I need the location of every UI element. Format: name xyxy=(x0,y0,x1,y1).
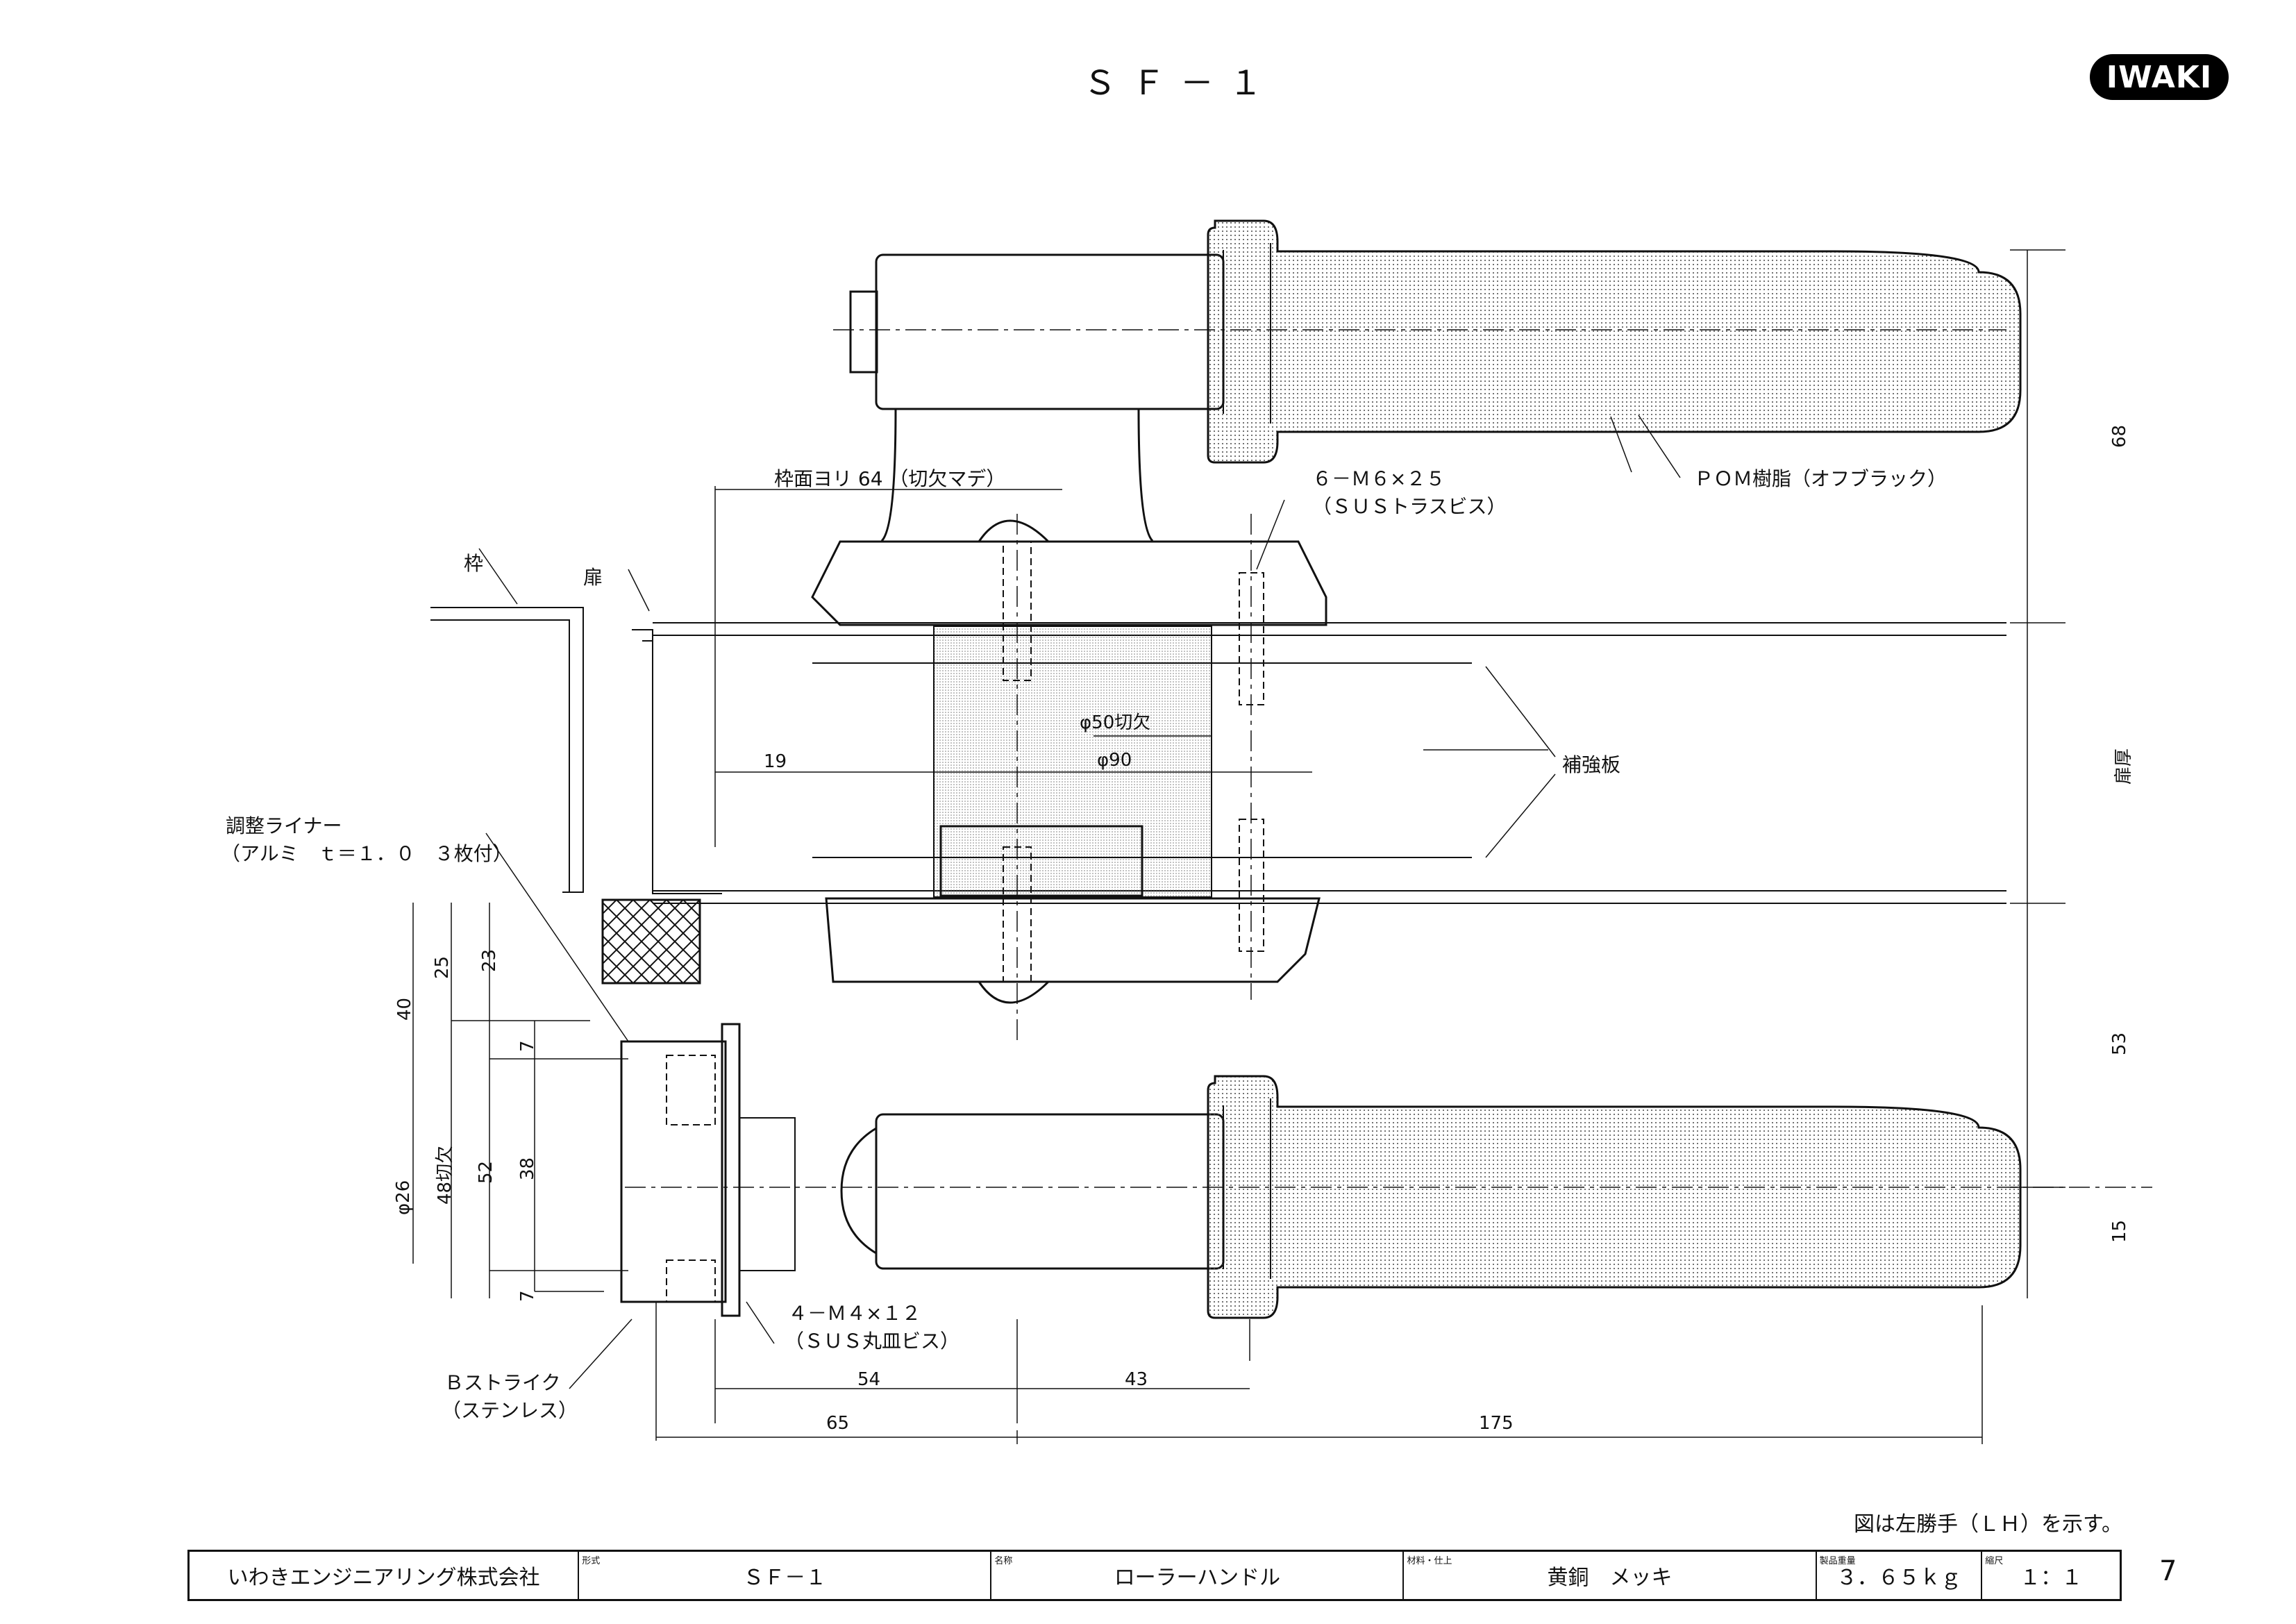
b-strike xyxy=(620,1040,727,1303)
weight-caption: 製品重量 xyxy=(1819,1556,1856,1566)
dim-40: 40 xyxy=(394,997,415,1021)
label-liner: 調整ライナー xyxy=(226,814,342,837)
label-screw-bottom-material: （ＳＵＳ丸皿ビス） xyxy=(785,1330,960,1353)
top-neck xyxy=(880,408,1154,542)
name-value: ローラーハンドル xyxy=(1114,1566,1281,1590)
door-profile xyxy=(632,629,722,894)
dim-54: 54 xyxy=(857,1369,881,1390)
page-number: 7 xyxy=(2159,1555,2177,1587)
scale-caption: 縮尺 xyxy=(1985,1556,2004,1566)
company-name: いわきエンジニアリング株式会社 xyxy=(227,1566,540,1590)
dim-38: 38 xyxy=(517,1157,538,1180)
company-cell: いわきエンジニアリング株式会社 xyxy=(190,1552,580,1599)
model-cell: 形式 ＳＦ－１ xyxy=(579,1552,992,1599)
gasket xyxy=(601,898,701,985)
inner-block xyxy=(939,825,1143,897)
frame-profile xyxy=(430,607,584,893)
dim-25: 25 xyxy=(432,955,453,979)
model-caption: 形式 xyxy=(582,1556,601,1566)
label-phi50: φ50切欠 xyxy=(1080,712,1151,733)
top-rosette xyxy=(811,540,1327,626)
label-screw-bottom: ４－Ｍ４×１２ xyxy=(788,1302,921,1325)
weight-value: ３．６５ｋｇ xyxy=(1836,1566,1961,1590)
hand-note: 図は左勝手（ＬＨ）を示す。 xyxy=(1854,1512,2122,1537)
label-frame: 枠 xyxy=(464,552,484,575)
label-pom: ＰＯＭ樹脂（オフブラック） xyxy=(1694,467,1947,490)
label-strike-material: （ステンレス） xyxy=(442,1399,578,1422)
dim-15: 15 xyxy=(2109,1219,2130,1243)
dim-65: 65 xyxy=(826,1413,850,1434)
bottom-roller xyxy=(840,1127,877,1255)
label-phi90: φ90 xyxy=(1097,750,1132,771)
dim-phi26: φ26 xyxy=(393,1180,414,1215)
dim-7-top: 7 xyxy=(517,1040,538,1052)
dim-68: 68 xyxy=(2109,424,2130,448)
bottom-roller-body xyxy=(875,1113,1225,1270)
label-frame-face: 枠面ヨリ 64 （切欠マデ） xyxy=(774,467,1006,490)
iwaki-logo: IWAKI xyxy=(2090,54,2229,100)
dim-48-cutout: 48切欠 xyxy=(435,1145,455,1205)
label-door: 扉 xyxy=(583,566,603,589)
dim-19: 19 xyxy=(764,751,787,772)
door-plate-top xyxy=(653,622,2006,636)
top-roller-boss xyxy=(849,290,878,374)
label-liner-detail: （アルミ ｔ＝１．０ ３枚付） xyxy=(221,842,512,865)
title-block: いわきエンジニアリング株式会社 形式 ＳＦ－１ 名称 ローラーハンドル 材料・仕… xyxy=(187,1550,2122,1601)
dim-7-bottom: 7 xyxy=(517,1290,538,1302)
top-grip xyxy=(1207,219,2022,464)
name-cell: 名称 ローラーハンドル xyxy=(991,1552,1405,1599)
label-reinforcement: 補強板 xyxy=(1562,753,1621,776)
scale-cell: 縮尺 １：１ xyxy=(1982,1552,2120,1599)
model-value: ＳＦ－１ xyxy=(743,1566,827,1590)
dim-175: 175 xyxy=(1479,1413,1514,1434)
drawing-title: ＳＦ－１ xyxy=(1082,64,1277,103)
material-cell: 材料・仕上 黄銅 メッキ xyxy=(1404,1552,1817,1599)
dim-43: 43 xyxy=(1125,1369,1148,1390)
bottom-rosette xyxy=(825,897,1321,983)
label-screw-top-material: （ＳＵＳトラスビス） xyxy=(1312,495,1507,518)
bottom-grip xyxy=(1207,1075,2022,1319)
top-roller-body xyxy=(875,253,1225,410)
dim-52: 52 xyxy=(476,1160,496,1184)
label-screw-top: ６－Ｍ６×２５ xyxy=(1312,467,1446,490)
material-value: 黄銅 メッキ xyxy=(1547,1566,1673,1590)
door-plate-bottom xyxy=(653,890,2006,904)
strike-plate xyxy=(721,1023,741,1317)
name-caption: 名称 xyxy=(994,1556,1013,1566)
dim-53: 53 xyxy=(2109,1032,2130,1055)
dim-23: 23 xyxy=(479,948,500,972)
dim-door-thickness: 扉厚 xyxy=(2113,748,2134,785)
weight-cell: 製品重量 ３．６５ｋｇ xyxy=(1817,1552,1983,1599)
label-strike: Ｂストライク xyxy=(444,1371,561,1394)
reinforcement-center xyxy=(933,626,1212,898)
scale-value: １：１ xyxy=(2020,1566,2083,1590)
material-caption: 材料・仕上 xyxy=(1407,1556,1452,1566)
